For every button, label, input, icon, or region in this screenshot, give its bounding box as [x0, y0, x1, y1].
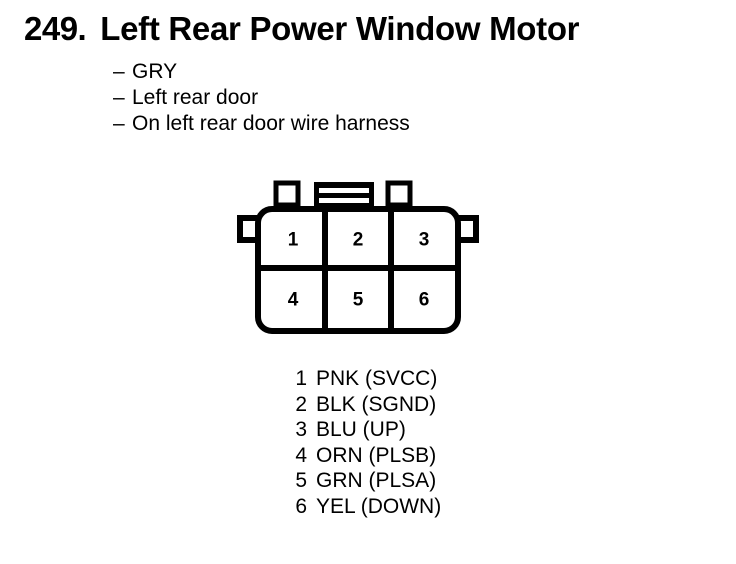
legend-pin-number: 3 — [295, 418, 307, 441]
connector-svg: 1 2 3 4 5 6 — [237, 180, 479, 334]
side-notch-left — [237, 215, 258, 243]
legend-pin-label: YEL (DOWN) — [316, 494, 442, 518]
list-item: – GRY — [113, 59, 410, 85]
pin-cell-2: 2 — [353, 230, 364, 251]
list-item: – Left rear door — [113, 85, 410, 111]
pin-cell-4: 4 — [288, 290, 299, 311]
legend-pin-label: BLU (UP) — [316, 418, 406, 441]
legend-row: 2 BLK (SGND) — [286, 392, 441, 418]
page-title: 249. Left Rear Power Window Motor — [24, 10, 580, 48]
list-item: – On left rear door wire harness — [113, 111, 410, 137]
pin-legend: 1 PNK (SVCC) 2 BLK (SGND) 3 BLU (UP) 4 O… — [286, 366, 441, 519]
legend-pin-number: 4 — [295, 443, 307, 467]
dash-icon: – — [113, 86, 125, 109]
legend-pin-label: BLK (SGND) — [316, 392, 437, 416]
legend-row: 4 ORN (PLSB) — [286, 443, 441, 469]
legend-pin-label: ORN (PLSB) — [316, 443, 437, 467]
legend-pin-number: 1 — [295, 367, 307, 390]
side-notch-right — [458, 215, 479, 243]
legend-row: 3 BLU (UP) — [286, 417, 441, 443]
pin-cell-5: 5 — [353, 290, 364, 311]
pin-cell-1: 1 — [288, 230, 299, 251]
legend-row: 1 PNK (SVCC) — [286, 366, 441, 392]
dash-icon: – — [113, 60, 125, 83]
list-item-label: GRY — [132, 60, 178, 83]
legend-row: 6 YEL (DOWN) — [286, 494, 441, 520]
list-item-label: On left rear door wire harness — [132, 112, 410, 135]
pin-cell-3: 3 — [419, 230, 430, 251]
title-number: 249. — [24, 10, 87, 47]
dash-icon: – — [113, 112, 125, 135]
connector-diagram: 1 2 3 4 5 6 — [230, 178, 486, 338]
legend-pin-number: 6 — [295, 494, 307, 518]
center-latch — [314, 182, 374, 209]
legend-pin-number: 2 — [295, 392, 307, 416]
pin-cell-6: 6 — [419, 290, 430, 311]
top-tab-right — [385, 180, 413, 208]
latch-slot-upper — [319, 188, 369, 193]
top-tab-left — [273, 180, 301, 208]
legend-pin-label: GRN (PLSA) — [316, 469, 437, 492]
legend-pin-label: PNK (SVCC) — [316, 367, 438, 390]
title-text: Left Rear Power Window Motor — [100, 10, 580, 47]
list-item-label: Left rear door — [132, 86, 259, 109]
latch-slot-lower — [319, 198, 369, 203]
detail-list: – GRY – Left rear door – On left rear do… — [113, 59, 410, 137]
legend-row: 5 GRN (PLSA) — [286, 468, 441, 494]
legend-pin-number: 5 — [295, 469, 307, 492]
